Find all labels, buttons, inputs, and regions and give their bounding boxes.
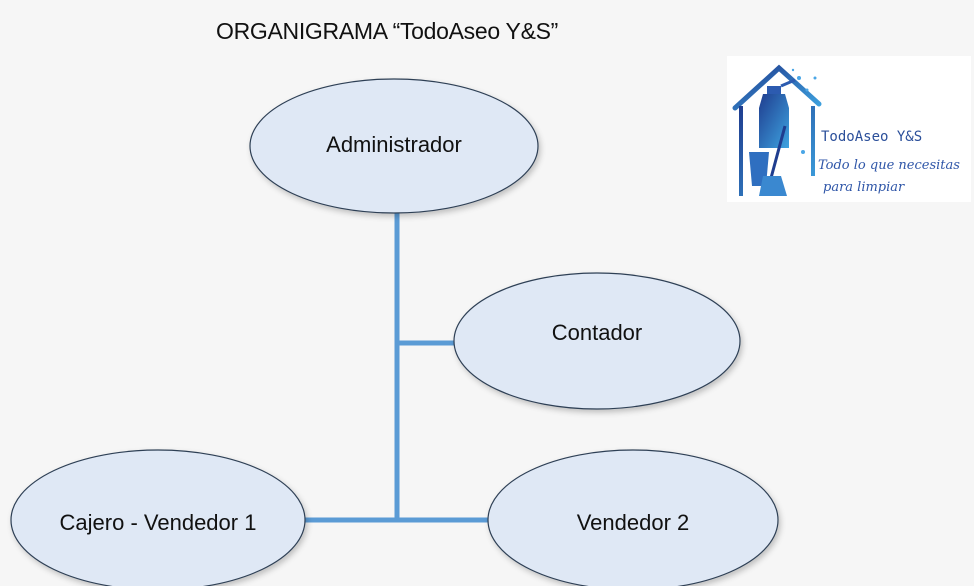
node-label-cajero-vendedor-1: Cajero - Vendedor 1 bbox=[59, 510, 257, 535]
house-cleaning-icon bbox=[732, 64, 822, 196]
node-label-vendedor-2: Vendedor 2 bbox=[576, 510, 690, 535]
logo-tagline-2: para limpiar bbox=[823, 180, 905, 195]
chart-title: ORGANIGRAMA “TodoAseo Y&S” bbox=[216, 18, 559, 44]
node-vendedor-2 bbox=[487, 449, 779, 586]
node-cajero-vendedor-1 bbox=[10, 449, 306, 586]
company-logo: TodoAseo Y&S Todo lo que necesitas para … bbox=[727, 56, 971, 202]
node-label-administrador: Administrador bbox=[326, 132, 462, 157]
logo-tagline-1: Todo lo que necesitas bbox=[818, 158, 960, 173]
node-label-contador: Contador bbox=[551, 320, 643, 345]
node-contador bbox=[453, 272, 741, 410]
logo-name: TodoAseo Y&S bbox=[821, 129, 923, 145]
node-administrador bbox=[249, 78, 539, 214]
